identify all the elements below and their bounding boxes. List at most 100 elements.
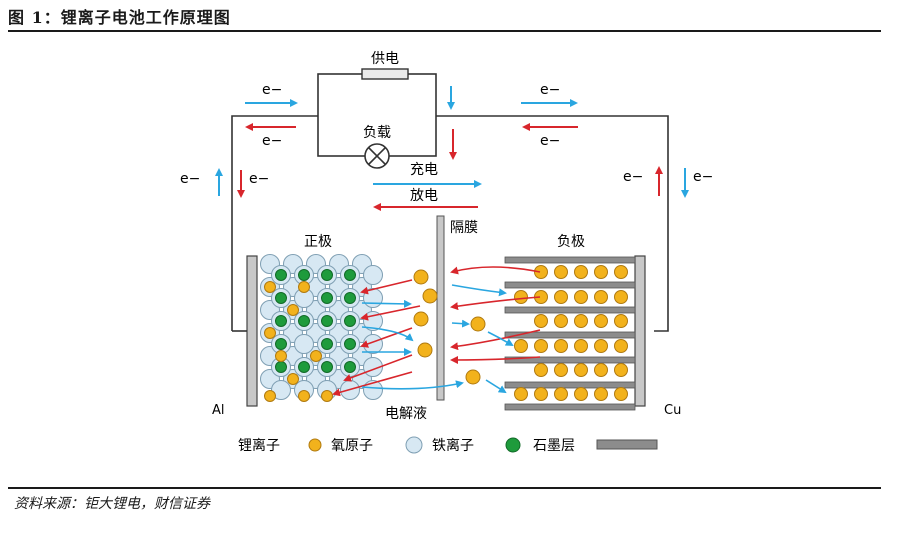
lithium-ion: [287, 373, 299, 385]
lithium-ion: [321, 390, 333, 402]
iron-ion: [344, 315, 356, 327]
lithium-ion: [275, 350, 287, 362]
lithium-ion: [264, 390, 276, 402]
graphite-layer: [504, 331, 636, 339]
electrolyte-ions: [332, 266, 541, 397]
iron-ion: [321, 361, 333, 373]
iron-ion: [275, 361, 287, 373]
lithium-ion: [574, 290, 588, 304]
discharge-ion-arrow: [360, 327, 413, 348]
al-current-collector: [246, 255, 258, 407]
load-lamp-icon: [364, 143, 390, 169]
oxygen-atom: [363, 380, 383, 400]
graphite-layer: [504, 381, 636, 389]
charge-ion-arrow: [361, 380, 464, 390]
separator-membrane: [436, 215, 445, 401]
anode-graphite-layers: [504, 256, 636, 411]
lithium-ion: [534, 265, 548, 279]
cu-label: Cu: [664, 403, 681, 418]
iron-ion: [275, 269, 287, 281]
electrolyte-label: 电解液: [385, 406, 427, 422]
load-label: 负载: [363, 125, 391, 141]
legend-iron-label: 铁离子: [432, 437, 474, 454]
lithium-ion: [554, 387, 568, 401]
iron-ion: [298, 269, 310, 281]
al-label: Al: [212, 403, 225, 418]
iron-ion: [344, 338, 356, 350]
electron-arrows: e− e− e− e− e− e− e− e−: [180, 82, 713, 198]
lithium-ion: [594, 265, 608, 279]
lithium-ion: [534, 387, 548, 401]
graphite-layer: [504, 403, 636, 411]
iron-ion: [321, 338, 333, 350]
lithium-ion: [614, 265, 628, 279]
lithium-ion: [614, 339, 628, 353]
lithium-ion: [422, 288, 438, 304]
discharge-ion-arrow: [450, 329, 541, 351]
lithium-ion: [465, 369, 481, 385]
legend-graphite-swatch: [596, 439, 658, 450]
lithium-ion: [287, 304, 299, 316]
separator-label: 隔膜: [450, 220, 478, 236]
legend-graphite-label: 石墨层: [533, 438, 575, 454]
lithium-ion: [614, 290, 628, 304]
lithium-ion: [554, 290, 568, 304]
oxygen-atom: [294, 334, 314, 354]
lithium-ion: [534, 363, 548, 377]
svg-text:e−: e−: [180, 171, 200, 187]
supply-label: 供电: [371, 51, 399, 67]
svg-text:e−: e−: [540, 133, 560, 149]
lithium-ion: [264, 281, 276, 293]
charge-ion-arrow: [487, 331, 514, 347]
legend-lithium-label: 锂离子: [238, 437, 280, 454]
lithium-ion: [470, 316, 486, 332]
charge-ion-arrow: [361, 299, 412, 308]
iron-ion: [298, 361, 310, 373]
graphite-layer: [504, 281, 636, 289]
discharge-ion-arrow: [450, 355, 541, 364]
iron-ion: [275, 338, 287, 350]
iron-ion: [321, 292, 333, 304]
legend-lithium-swatch: [308, 438, 322, 452]
top-divider: [8, 30, 881, 32]
oxygen-atom: [363, 265, 383, 285]
lithium-ion: [554, 363, 568, 377]
iron-ion: [344, 292, 356, 304]
lithium-ion: [574, 363, 588, 377]
supply-resistor: [361, 68, 409, 80]
charge-label: 充电: [410, 162, 438, 178]
lithium-ion: [554, 339, 568, 353]
lithium-ion: [614, 314, 628, 328]
discharge-ion-arrow: [450, 266, 541, 275]
lithium-ion: [594, 387, 608, 401]
graphite-layer: [504, 256, 636, 264]
lithium-ion: [417, 342, 433, 358]
lithium-ion: [514, 339, 528, 353]
charge-ion-arrow: [485, 379, 507, 394]
discharge-ion-arrow: [332, 371, 413, 397]
lithium-ion: [574, 265, 588, 279]
lithium-ion: [413, 311, 429, 327]
lithium-ion: [413, 269, 429, 285]
lithium-ion: [554, 314, 568, 328]
cathode-lattice: [260, 254, 383, 402]
discharge-ion-arrow: [360, 279, 413, 295]
iron-ion: [298, 315, 310, 327]
svg-text:e−: e−: [623, 169, 643, 185]
svg-text:e−: e−: [262, 82, 282, 98]
svg-text:e−: e−: [262, 133, 282, 149]
iron-ion: [275, 292, 287, 304]
lithium-ion: [594, 314, 608, 328]
discharge-ion-arrow: [343, 354, 413, 382]
iron-ion: [321, 269, 333, 281]
lithium-ion: [614, 387, 628, 401]
lithium-ion: [514, 290, 528, 304]
legend-iron-swatch: [505, 437, 521, 453]
lithium-ion: [574, 339, 588, 353]
svg-text:e−: e−: [693, 169, 713, 185]
discharge-ion-arrow: [450, 296, 541, 311]
legend-oxygen-swatch: [405, 436, 423, 454]
lithium-ion: [594, 363, 608, 377]
iron-ion: [344, 269, 356, 281]
